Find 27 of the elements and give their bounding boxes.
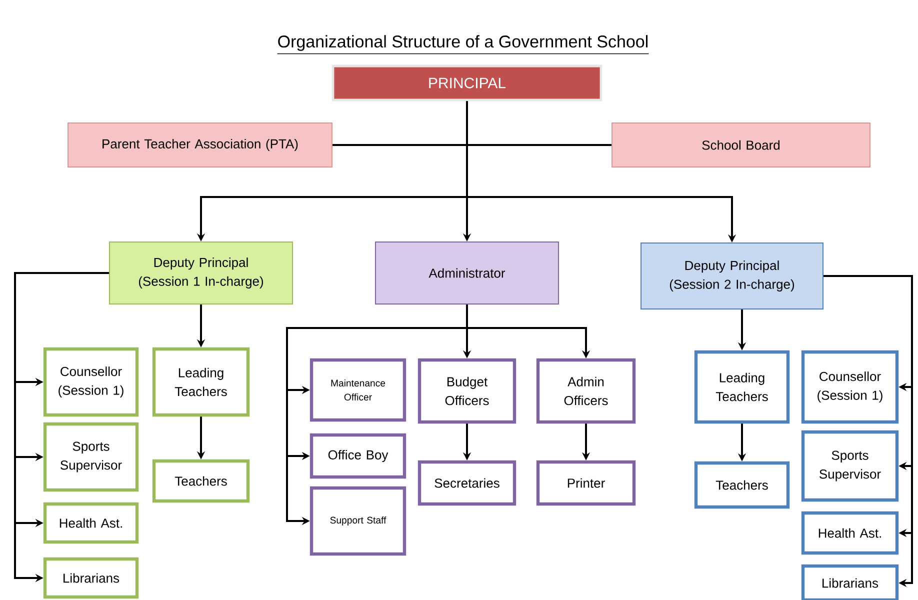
deputy-box: Deputy Principal (Session 1 In-charge) <box>109 242 293 304</box>
staff-box: Office Boy <box>310 433 406 479</box>
staff-box: Counsellor (Session 1) <box>43 347 139 417</box>
staff-box: Sports Supervisor <box>801 430 899 502</box>
staff-box: Support Staff <box>310 486 406 556</box>
staff-box: Maintenance Officer <box>310 358 406 422</box>
principal-box: PRINCIPAL <box>332 64 602 102</box>
staff-box: Health Ast. <box>43 502 139 544</box>
staff-box: Secretaries <box>418 460 516 506</box>
staff-box: Leading Teachers <box>152 347 250 417</box>
staff-box: Librarians <box>43 557 139 599</box>
staff-box: Leading Teachers <box>694 350 790 424</box>
governance-box: Parent Teacher Association (PTA) <box>68 122 332 168</box>
deputy-box: Deputy Principal (Session 2 In-charge) <box>640 242 824 310</box>
staff-box: Teachers <box>694 461 790 509</box>
staff-box: Budget Officers <box>418 358 516 424</box>
staff-box: Counsellor (Session 1) <box>801 350 899 424</box>
governance-box: School Board <box>612 122 870 168</box>
staff-box: Teachers <box>152 459 250 503</box>
arrow <box>824 275 913 588</box>
staff-box: Printer <box>536 460 636 506</box>
staff-box: Health Ast. <box>801 511 899 555</box>
staff-box: Sports Supervisor <box>43 422 139 492</box>
administrator-box: Administrator <box>375 242 559 304</box>
staff-box: Admin Officers <box>536 358 636 424</box>
title: Organizational Structure of a Government School <box>276 35 650 54</box>
staff-box: Librarians <box>801 564 899 600</box>
